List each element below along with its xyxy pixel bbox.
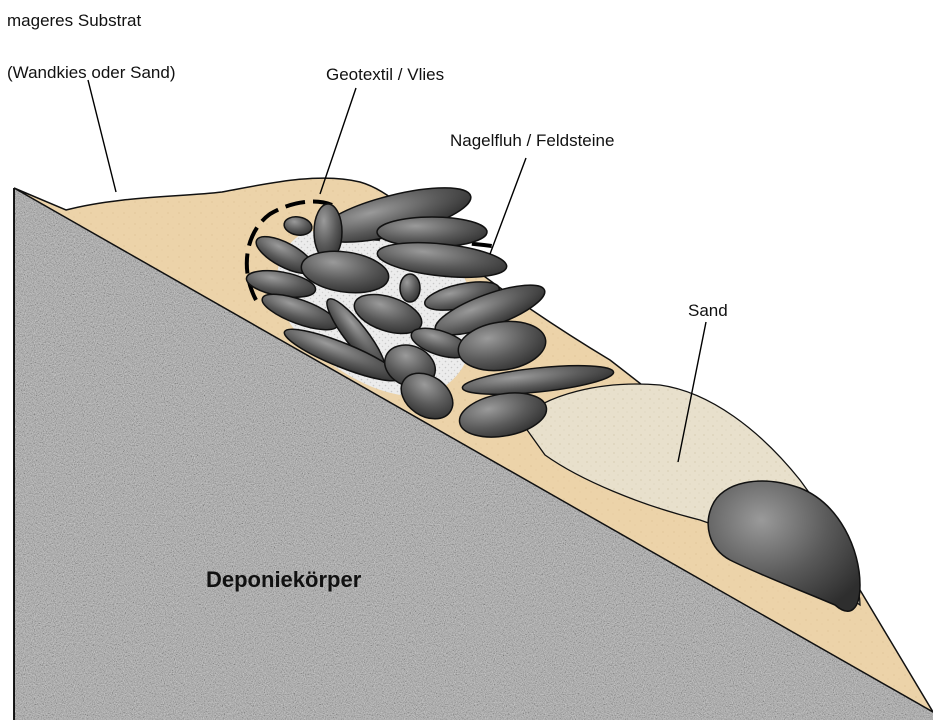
stones-label: Nagelfluh / Feldsteine (450, 131, 614, 150)
stones-leader (490, 158, 526, 254)
landfill-body-label: Deponiekörper (206, 567, 362, 592)
geotextile-label: Geotextil / Vlies (326, 65, 444, 84)
substrate-label-line2: (Wandkies oder Sand) (7, 63, 176, 82)
sand-label: Sand (688, 301, 728, 320)
substrate-leader (88, 80, 116, 192)
substrate-label-line1: mageres Substrat (7, 11, 141, 30)
stone (400, 274, 420, 302)
